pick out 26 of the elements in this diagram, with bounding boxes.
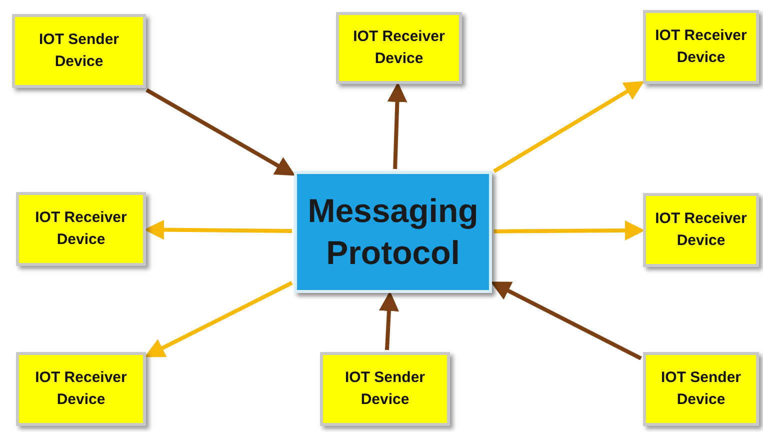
node-label: IOT Sender Device [38, 30, 120, 72]
device-box [643, 193, 759, 267]
arrow [146, 88, 296, 176]
arrow [490, 282, 642, 360]
device-box [12, 14, 146, 88]
node-label: IOT Receiver Device [654, 26, 748, 68]
device-box [643, 10, 759, 84]
node-label: IOT Sender Device [344, 368, 426, 410]
device-box [16, 352, 146, 426]
protocol-box [294, 171, 492, 293]
node-label: IOT Receiver Device [654, 209, 748, 251]
device-box [643, 352, 759, 426]
node-label: Messaging Protocol [306, 191, 480, 273]
device-box [336, 12, 462, 84]
node-label: IOT Receiver Device [34, 208, 128, 250]
arrow [492, 80, 644, 174]
device-box [320, 352, 450, 426]
arrow [379, 291, 399, 350]
arrow [494, 220, 645, 240]
arrow [387, 82, 408, 170]
node-label: IOT Receiver Device [352, 27, 446, 69]
arrow [144, 220, 292, 240]
node-label: IOT Receiver Device [34, 368, 128, 410]
device-box [16, 192, 146, 266]
node-label: IOT Sender Device [660, 368, 742, 410]
arrow [144, 281, 293, 358]
